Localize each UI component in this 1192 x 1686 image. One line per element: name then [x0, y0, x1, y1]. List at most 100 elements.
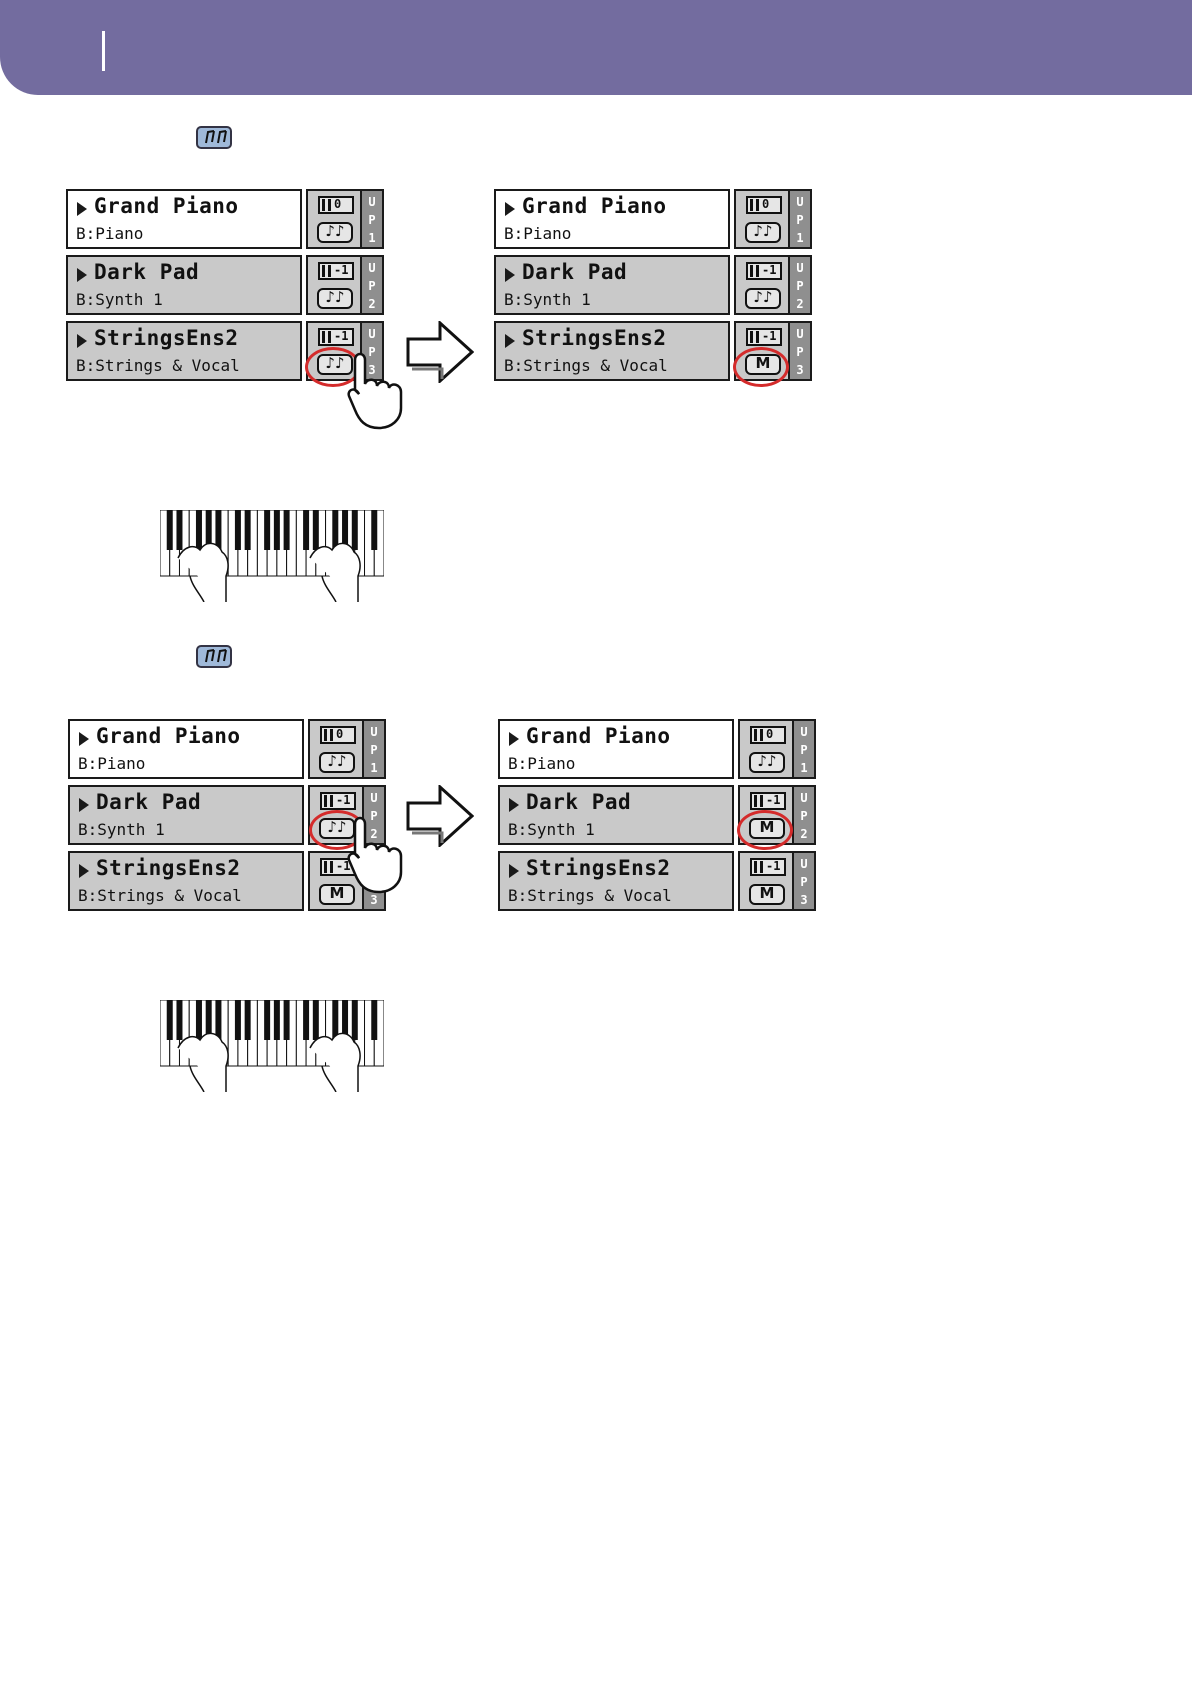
track-controls: 0 ♪♪	[306, 189, 362, 249]
black-key	[264, 1000, 271, 1040]
sound-name: StringsEns2	[526, 856, 671, 880]
black-key	[283, 1000, 290, 1040]
track-label-char: 2	[368, 297, 376, 311]
poly-notes-icon: ♪♪	[753, 222, 773, 240]
black-key	[273, 1000, 280, 1040]
keyboard-icon	[324, 729, 333, 741]
right-arrow-icon	[406, 321, 474, 383]
black-key	[351, 510, 358, 550]
poly-mono-button[interactable]: ♪♪	[745, 222, 781, 243]
poly-notes-icon	[196, 126, 232, 149]
left-hand-icon	[177, 542, 229, 602]
triangle-icon	[79, 864, 89, 878]
left-hand-icon	[177, 1032, 229, 1092]
black-key	[351, 1000, 358, 1040]
right-hand-icon	[309, 1032, 361, 1092]
poly-mono-button[interactable]: ♪♪	[745, 288, 781, 309]
pointing-hand-icon	[347, 352, 403, 430]
black-key	[244, 1000, 251, 1040]
track-label-char: U	[796, 195, 804, 209]
poly-mono-button[interactable]: M	[319, 884, 355, 905]
keyboard-icon	[750, 265, 759, 277]
track-label-char: P	[800, 743, 808, 757]
sound-name: Dark Pad	[522, 260, 628, 284]
track-label-char: P	[368, 345, 376, 359]
track-controls: 0 ♪♪	[308, 719, 364, 779]
poly-mono-button[interactable]: ♪♪	[317, 222, 353, 243]
bank-name: B:Strings & Vocal	[508, 886, 672, 905]
black-key	[166, 1000, 173, 1040]
poly-mono-button[interactable]: ♪♪	[319, 752, 355, 773]
octave-indicator: -1	[750, 792, 786, 810]
black-key	[312, 1000, 319, 1040]
poly-notes-icon: ♪♪	[757, 752, 777, 770]
bank-name: B:Synth 1	[78, 820, 165, 839]
octave-indicator: -1	[750, 858, 786, 876]
keyboard-icon	[324, 861, 333, 873]
poly-mono-button[interactable]: ♪♪	[317, 288, 353, 309]
black-key	[273, 510, 280, 550]
track-label-char: P	[800, 809, 808, 823]
bank-name: B:Synth 1	[508, 820, 595, 839]
sound-name: StringsEns2	[96, 856, 241, 880]
black-key	[176, 510, 183, 550]
black-key	[205, 1000, 212, 1040]
black-key	[264, 510, 271, 550]
octave-indicator: 0	[320, 726, 356, 744]
black-key	[332, 1000, 339, 1040]
track-label-char: 1	[368, 231, 376, 245]
track-label-char: U	[800, 791, 808, 805]
octave-value: 0	[334, 197, 342, 211]
bank-name: B:Piano	[78, 754, 146, 773]
mono-icon: M	[759, 884, 775, 902]
poly-notes-icon: ♪♪	[325, 288, 345, 306]
keyboard-icon	[324, 795, 333, 807]
triangle-icon	[77, 202, 87, 216]
bank-name: B:Piano	[76, 224, 144, 243]
poly-mono-button[interactable]: M	[749, 884, 785, 905]
track-label-char: U	[800, 857, 808, 871]
track-label-char: P	[800, 875, 808, 889]
keyboard-icon	[750, 331, 759, 343]
octave-value: 0	[762, 197, 770, 211]
page-header	[0, 0, 1192, 95]
track-label-char: 2	[796, 297, 804, 311]
highlight-circle	[733, 347, 789, 387]
sound-name: Grand Piano	[522, 194, 667, 218]
sound-name: Grand Piano	[96, 724, 241, 748]
poly-mono-button[interactable]: ♪♪	[749, 752, 785, 773]
track-controls: 0♪♪	[738, 719, 794, 779]
track-label-char: 1	[796, 231, 804, 245]
bank-name: B:Synth 1	[76, 290, 163, 309]
black-key	[303, 510, 310, 550]
octave-value: 0	[336, 727, 344, 741]
black-key	[312, 510, 319, 550]
track-controls: -1♪♪	[734, 255, 790, 315]
octave-value: -1	[766, 793, 781, 807]
